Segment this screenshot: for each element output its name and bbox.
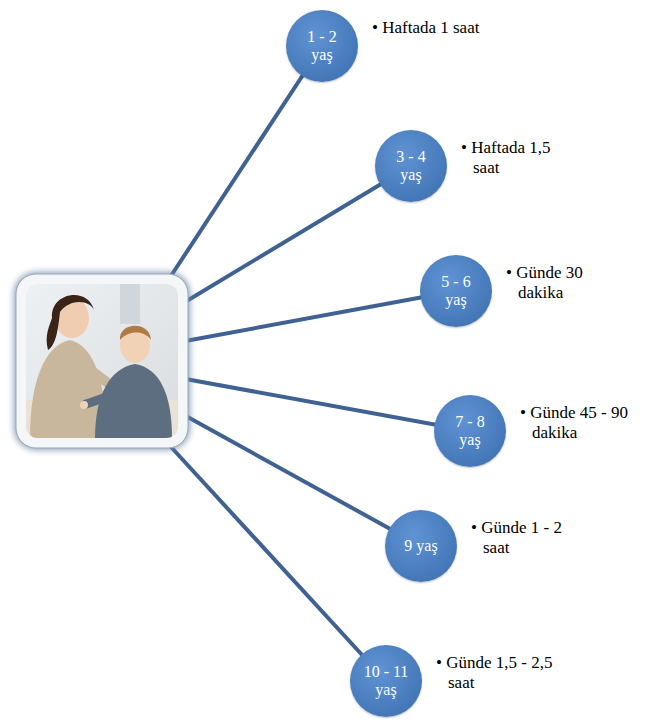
age-circle: 3 - 4 yaş• Haftada 1,5 saat [375,130,447,202]
age-label: 5 - 6 yaş [433,273,479,310]
spoke-line [180,166,411,305]
age-circle: 5 - 6 yaş• Günde 30 dakika [420,255,492,327]
spoke-line [180,291,456,342]
spoke-line [180,378,470,431]
duration-note: • Günde 1,5 - 2,5 saat [436,653,554,694]
age-label: 9 yaş [398,537,444,555]
duration-note: • Haftada 1,5 saat [461,138,579,179]
age-label: 7 - 8 yaş [447,413,493,450]
age-circle: 10 - 11 yaş• Günde 1,5 - 2,5 saat [350,645,422,717]
spoke-line [165,46,322,285]
duration-note: • Haftada 1 saat [372,18,490,38]
age-label: 10 - 11 yaş [363,663,409,700]
age-circle: 1 - 2 yaş• Haftada 1 saat [286,10,358,82]
duration-note: • Günde 1 - 2 saat [471,518,589,559]
duration-note: • Günde 30 dakika [506,263,624,304]
age-circle: 7 - 8 yaş• Günde 45 - 90 dakika [434,395,506,467]
age-label: 1 - 2 yaş [299,28,345,65]
spoke-line [160,435,386,681]
age-circle: 9 yaş• Günde 1 - 2 saat [385,510,457,582]
duration-note: • Günde 45 - 90 dakika [520,403,638,444]
spoke-line [175,410,421,546]
age-label: 3 - 4 yaş [388,148,434,185]
